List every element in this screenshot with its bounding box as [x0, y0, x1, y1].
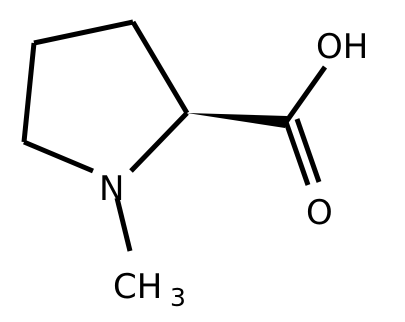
- atom-o-label: O: [306, 193, 333, 233]
- bond-n-methyl: [114, 197, 133, 252]
- atom-methyl-subscript: 3: [170, 283, 186, 312]
- bond-ring-right-lower: [129, 111, 189, 173]
- bond-ring-top: [33, 19, 134, 46]
- bond-ring-left: [21, 42, 37, 143]
- bond-ring-left-lower: [23, 139, 94, 174]
- wedge-bond: [187, 113, 287, 128]
- atom-n-label: N: [99, 169, 124, 209]
- bond-carbonyl-2: [294, 118, 322, 183]
- bond-carbonyl-1: [283, 121, 311, 186]
- atom-oh-label: OH: [316, 27, 368, 67]
- bond-carboxyl-oh: [283, 65, 328, 124]
- bond-ring-right-upper: [130, 20, 190, 115]
- atom-methyl-label: CH: [113, 267, 162, 307]
